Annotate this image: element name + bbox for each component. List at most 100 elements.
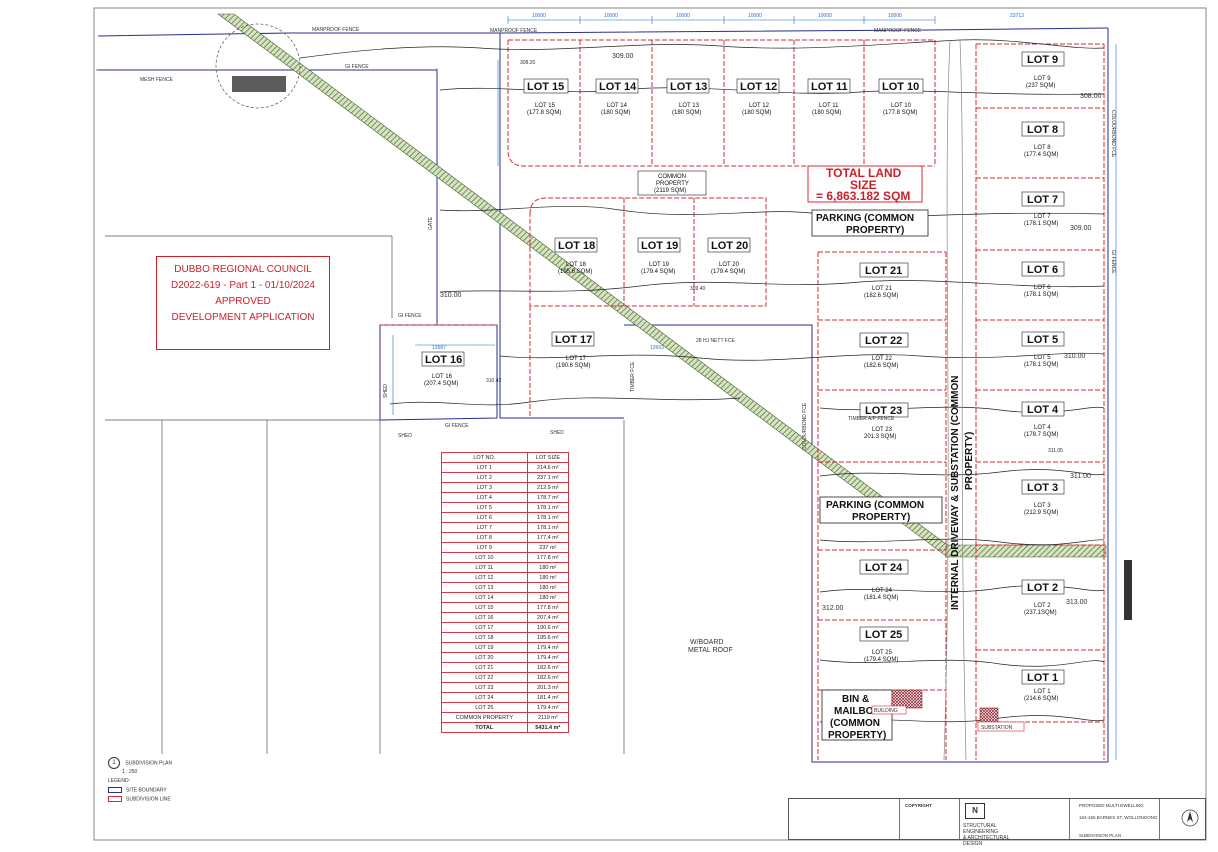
lot-size-cell: 178.1 m² [526,502,570,513]
lot-size-cell: 178.1 m² [526,512,570,523]
svg-text:LOT 14: LOT 14 [599,81,637,93]
spot-levels: 308.20 309.40 310.42 311.05 [486,60,1063,454]
lot-9: LOT 9 LOT 9 (237 SQM) [1021,51,1065,89]
lot-size-cell: 177.4 m² [526,532,570,543]
north-arrow-icon [1187,811,1193,822]
view-number: 1 [108,757,120,769]
legend-item-1: SITE BOUNDARY [126,787,167,794]
svg-text:LOT 2: LOT 2 [1027,582,1058,594]
svg-text:(178.1 SQM): (178.1 SQM) [1024,292,1058,298]
svg-text:LOT 17: LOT 17 [555,334,592,346]
company-name: STRUCTURAL ENGINEERING & ARCHITECTURAL D… [963,823,1023,847]
lot-2: LOT 2 LOT 2 (237.1SQM) [1021,579,1065,616]
title-divider-4 [1159,799,1160,839]
substation-tag [977,721,1025,732]
svg-text:LOT 11: LOT 11 [819,103,839,109]
svg-text:LOT 12: LOT 12 [749,103,770,109]
svg-text:(182.6 SQM): (182.6 SQM) [864,363,898,369]
lot-15: LOT 15 LOT 15 (177.8 SQM) [523,78,569,116]
svg-text:LOT 15: LOT 15 [535,103,556,109]
gi-fence-note-bottom: GI FENCE [445,423,469,429]
svg-text:SIZE: SIZE [850,178,877,192]
svg-text:LOT 21: LOT 21 [872,286,893,292]
svg-text:(178.1 SQM): (178.1 SQM) [1024,221,1058,227]
gi-fence-note-left: GI FENCE [398,313,422,319]
svg-text:201.3 SQM): 201.3 SQM) [864,434,896,440]
lot-size-cell: 179.4 m² [526,702,570,713]
lot-no-cell: LOT 5 [441,502,528,513]
contour-lines [299,39,1105,761]
lot-no-cell: LOT 15 [441,602,528,613]
svg-text:LOT 17: LOT 17 [566,356,587,362]
contour-level-2: 310.00 [440,292,462,299]
lot-18: LOT 18 LOT 18 (195.6 SQM) [554,237,598,275]
existing-structure [232,76,286,92]
svg-text:308.20: 308.20 [520,60,536,66]
svg-text:LOT 19: LOT 19 [641,240,678,252]
lot-size-cell: 237 m² [526,542,570,553]
svg-text:309.40: 309.40 [690,286,706,292]
svg-text:(182.6 SQM): (182.6 SQM) [864,293,898,299]
svg-text:LOT 16: LOT 16 [425,354,462,366]
lot-size-cell: 190.6 m² [526,622,570,633]
svg-text:LOT 25: LOT 25 [872,650,893,656]
svg-text:LOT 18: LOT 18 [558,240,595,252]
contour-level-1: 309.00 [612,53,634,60]
lot-no-cell: LOT 14 [441,592,528,603]
svg-text:LOT 6: LOT 6 [1027,264,1058,276]
manproof-fence-note-2: MANPROOF FENCE [490,28,538,34]
svg-text:LOT 12: LOT 12 [740,81,777,93]
svg-text:(177.4 SQM): (177.4 SQM) [1024,152,1058,158]
lot-14: LOT 14 LOT 14 (180 SQM) [595,78,639,116]
lot-no-cell: LOT 4 [441,492,528,503]
contour-level-3: 310.00 [1064,353,1086,360]
svg-text:LOT 3: LOT 3 [1034,503,1051,509]
title-block: COPYRIGHT N STRUCTURAL ENGINEERING & ARC… [788,798,1206,847]
colourbond-fence-right: COLOURBOND FCE [1110,110,1116,158]
svg-text:INTERNAL DRIVEWAY & SUBSTATION: INTERNAL DRIVEWAY & SUBSTATION (COMMON [950,376,961,610]
svg-text:LOT 2: LOT 2 [1034,603,1051,609]
svg-text:LOT 22: LOT 22 [865,335,902,347]
gate-note: GATE [428,216,434,230]
svg-text:LOT 23: LOT 23 [865,405,902,417]
tree-protection-zone [215,23,301,109]
svg-text:BIN &: BIN & [842,694,869,705]
header-lot-size: LOT SIZE [526,452,570,463]
svg-text:LOT 11: LOT 11 [811,81,848,93]
building-hatch [891,689,923,709]
mesh-fence-note: MESH FENCE [140,77,173,83]
lot-size-cell: 178.1 m² [526,522,570,533]
svg-text:311.05: 311.05 [1048,448,1063,454]
svg-text:(178.1 SQM): (178.1 SQM) [1024,362,1058,368]
svg-text:LOT 4: LOT 4 [1027,404,1059,416]
gi-fence-note-top: GI FENCE [345,64,369,70]
svg-text:(179.4 SQM): (179.4 SQM) [641,269,675,275]
total-land-size: TOTAL LAND SIZE = 6,863.182 SQM [807,165,923,203]
svg-text:LOT 13: LOT 13 [670,81,707,93]
svg-text:LOT 1: LOT 1 [1034,689,1051,695]
lot-5: LOT 5 LOT 5 (178.1 SQM) [1021,331,1065,368]
shed-note-3: SHED [383,384,389,398]
nett-fence-note: 28 HJ NETT FCE [696,338,735,344]
lot-no-cell: LOT 1 [441,462,528,473]
svg-text:(237 SQM): (237 SQM) [1026,83,1055,89]
svg-text:LOT 6: LOT 6 [1034,285,1051,291]
svg-text:LOT 8: LOT 8 [1027,124,1058,136]
stamp-reference: D2022-619 - Part 1 - 01/10/2024 [171,280,315,291]
existing-structure-right [1124,560,1132,620]
view-title-row: 1 SUBDIVISION PLAN [108,757,228,769]
header-lot-no: LOT NO. [441,452,528,463]
svg-text:PROPERTY): PROPERTY) [852,512,910,523]
